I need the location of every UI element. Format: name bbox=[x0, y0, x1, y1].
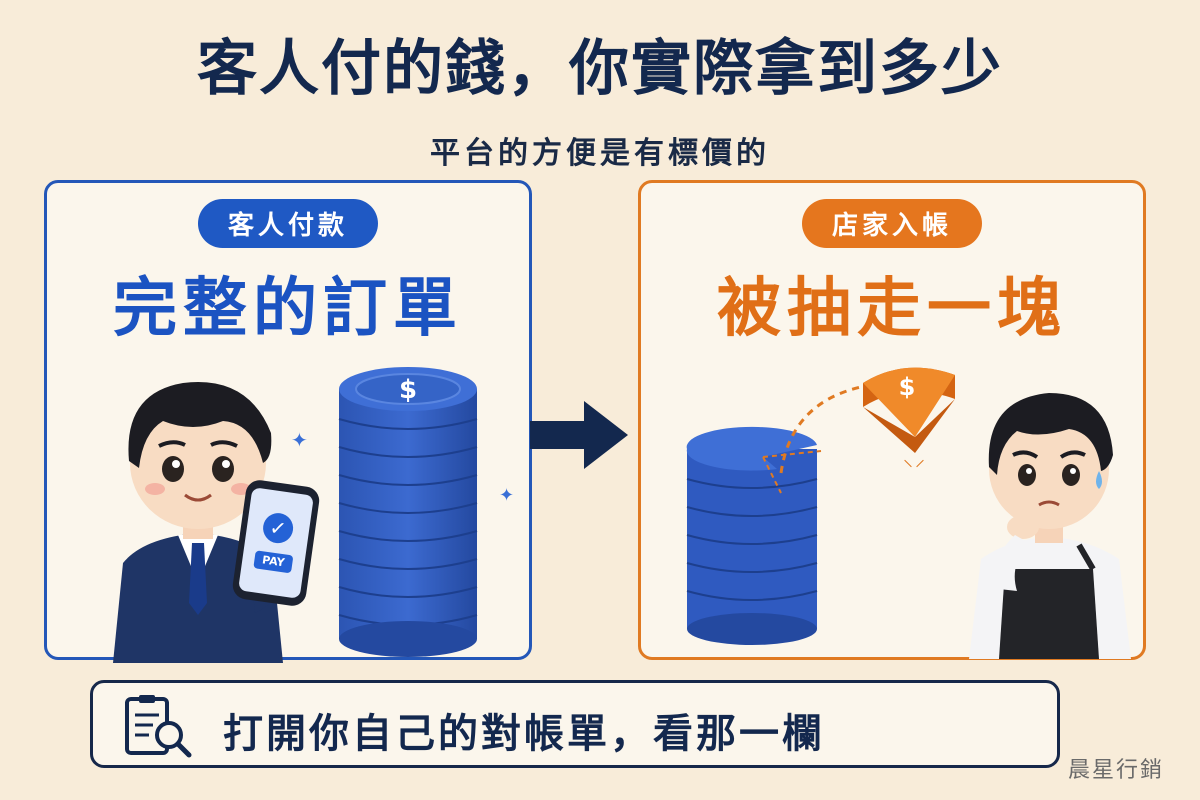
right-arrow-icon bbox=[530, 401, 628, 469]
coin-dollar-symbol: $ bbox=[899, 373, 916, 401]
full-coin-stack: $ bbox=[338, 367, 478, 657]
customer-payment-panel: 客人付款 完整的訂單 ✓ PAY ✦ bbox=[44, 180, 532, 663]
page-subtitle: 平台的方便是有標價的 bbox=[430, 136, 770, 171]
full-order-headline: 完整的訂單 bbox=[113, 272, 463, 346]
merchant-received-panel: 店家入帳 被抽走一塊 $ ⸌⸍ bbox=[638, 180, 1146, 660]
merchant-received-badge: 店家入帳 bbox=[801, 199, 983, 248]
page-title: 客人付的錢，你實際拿到多少 bbox=[197, 34, 1003, 104]
document-search-icon bbox=[125, 695, 192, 758]
sparkle-icon: ✦ bbox=[499, 485, 515, 506]
motion-lines: ⸌⸍ bbox=[903, 455, 927, 479]
bottom-instruction-text: 打開你自己的對帳單，看那一欄 bbox=[223, 711, 825, 757]
check-icon: ✓ bbox=[261, 511, 296, 546]
coin-dollar-symbol: $ bbox=[399, 375, 417, 405]
signature: 晨星行銷 bbox=[1068, 758, 1165, 783]
cut-taken-headline: 被抽走一塊 bbox=[717, 272, 1067, 346]
dashed-path bbox=[779, 385, 862, 474]
pay-label: PAY bbox=[253, 550, 294, 574]
bottom-callout: 打開你自己的對帳單，看那一欄 bbox=[90, 680, 1060, 768]
sparkle-icon: ✦ bbox=[291, 428, 308, 452]
customer-payment-badge: 客人付款 bbox=[197, 199, 379, 248]
extracted-coin-piece: $ bbox=[863, 367, 955, 453]
shop-owner-illustration bbox=[969, 393, 1131, 659]
cut-coin-stack bbox=[686, 426, 822, 645]
